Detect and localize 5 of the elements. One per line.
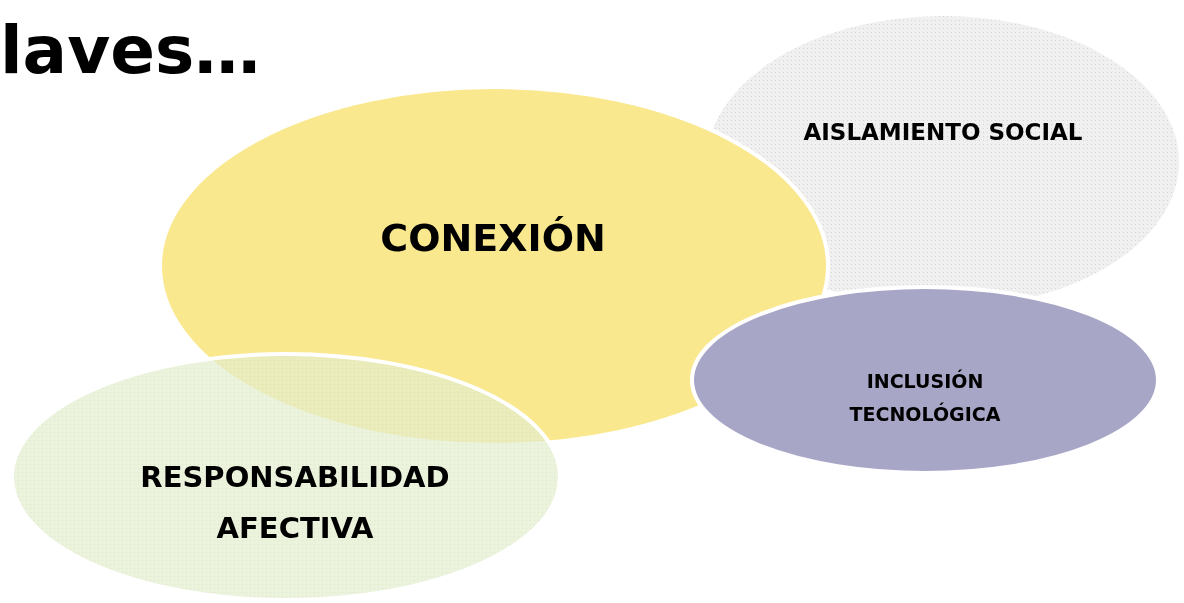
- ellipse-label: CONEXIÓN: [379, 215, 607, 262]
- title: laves…: [0, 18, 261, 84]
- ellipse-label: AISLAMIENTO SOCIAL: [802, 118, 1084, 147]
- ellipse-label: RESPONSABILIDAD AFECTIVA: [139, 459, 451, 547]
- ellipse-label: INCLUSIÓN TECNOLÓGICA: [848, 368, 1002, 428]
